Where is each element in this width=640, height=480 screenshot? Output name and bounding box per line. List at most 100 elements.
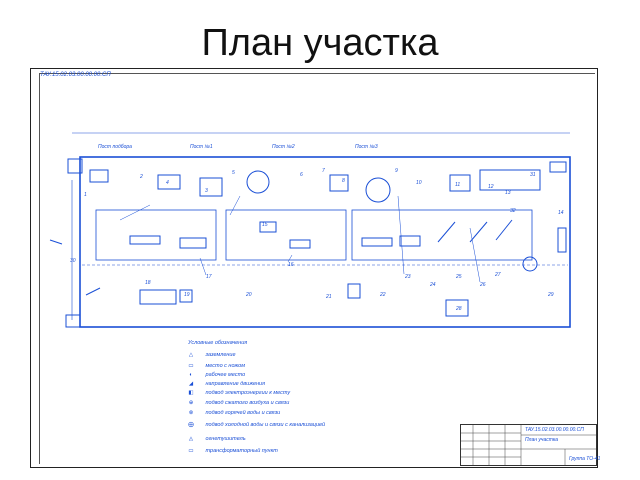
direction-icon: ◢ — [188, 381, 194, 387]
legend-label: подвод горячей воды и связи — [205, 410, 281, 416]
workplace-icon: ◐ — [189, 372, 193, 378]
title-block-grid — [461, 425, 596, 465]
hot-water-icon: ⊗ — [188, 410, 194, 416]
vent — [49, 239, 63, 245]
equipment-box — [139, 289, 177, 305]
legend-label: подвод электроэнергии к месту — [205, 390, 291, 396]
title-block: ТАУ.15.02.03.00.00.00.СП План участка Гр… — [460, 424, 601, 466]
leader-line — [469, 227, 481, 283]
equipment-box — [89, 169, 109, 183]
ground-icon: △ — [188, 352, 194, 358]
legend-title: Условные обозначения — [188, 340, 248, 346]
legend-label: заземление — [205, 352, 236, 358]
building-outline — [79, 156, 571, 328]
legend-label: подвод сжатого воздуха и связи — [205, 400, 290, 406]
legend-item: ⊗ подвод горячей воды и связи — [184, 410, 281, 420]
lift — [495, 219, 513, 241]
lift — [469, 221, 488, 243]
equipment-box — [445, 299, 469, 317]
position-number: 23 — [404, 274, 411, 280]
position-number: 17 — [206, 274, 212, 280]
position-number: 22 — [379, 292, 386, 298]
position-number: 5 — [232, 170, 235, 176]
door — [65, 314, 81, 328]
equipment-box — [347, 283, 361, 299]
legend-label: место с ножом — [205, 363, 246, 369]
extinguisher-icon: ◬ — [188, 436, 194, 442]
equipment-box — [179, 289, 193, 303]
equipment-box — [259, 221, 277, 233]
knife-place-icon: ▭ — [188, 363, 194, 369]
position-number: 30 — [70, 258, 76, 264]
drawing-sheet — [30, 68, 598, 468]
stamp-org: Группа ТО-41 — [569, 456, 601, 462]
slide-title: План участка — [201, 22, 439, 64]
door — [549, 161, 567, 173]
legend-item: ⊕ подвод сжатого воздуха и связи — [184, 400, 290, 410]
leader-line — [229, 195, 241, 216]
zone-label: Пост подбора — [98, 144, 132, 150]
leader-line — [397, 195, 405, 275]
bay-3 — [351, 209, 533, 261]
legend-item: ▭ место с ножом — [184, 363, 245, 373]
equipment-round — [246, 170, 270, 194]
position-number: 20 — [245, 292, 252, 298]
position-number: 4 — [166, 180, 169, 186]
corner-code: ТАУ.15.02.03.00.00.00.СП — [40, 72, 111, 78]
equipment-box — [199, 177, 223, 197]
legend-item: ◧ подвод электроэнергии к месту — [184, 390, 290, 400]
air-supply-icon: ⊕ — [188, 400, 194, 406]
position-number: 32 — [510, 208, 516, 214]
equipment-box — [129, 235, 161, 245]
position-number: 13 — [505, 190, 511, 196]
position-number: 25 — [455, 274, 462, 280]
stamp-name: План участка — [525, 437, 559, 443]
position-number: 6 — [300, 172, 303, 178]
lift — [437, 221, 456, 243]
power-supply-icon: ◧ — [188, 390, 194, 396]
transformer-icon: ▭ — [188, 448, 194, 454]
stamp-code: ТАУ.15.02.03.00.00.00.СП — [525, 427, 584, 433]
zone-label: Пост №2 — [272, 144, 295, 150]
position-number: 19 — [184, 292, 190, 298]
legend-label: рабочее место — [205, 372, 246, 378]
cold-water-icon: ⨁ — [188, 422, 194, 428]
legend-item: ◐ рабочее место — [184, 372, 245, 382]
equipment-box — [479, 169, 541, 191]
equipment-box — [449, 174, 471, 192]
legend-item: ⨁ подвод холодной воды и связи с канализ… — [184, 422, 325, 432]
position-number: 8 — [342, 178, 345, 184]
leader-line — [199, 257, 207, 276]
leader-line — [287, 254, 293, 263]
legend-item: △ заземление — [184, 352, 236, 362]
position-number: 24 — [429, 282, 436, 288]
zone-label: Пост №1 — [190, 144, 213, 150]
position-number: 9 — [395, 168, 398, 174]
equipment-box — [157, 174, 181, 190]
legend-label: направление движения — [205, 381, 266, 387]
position-number: 21 — [325, 294, 332, 300]
vent — [85, 287, 101, 296]
legend-label: трансформаторный пункт — [205, 448, 278, 454]
equipment-box — [399, 235, 421, 247]
position-number: 7 — [322, 168, 325, 174]
position-number: 31 — [530, 172, 536, 178]
position-number: 26 — [479, 282, 486, 288]
position-number: 14 — [558, 210, 564, 216]
position-number: 28 — [455, 306, 462, 312]
legend-label: огнетушитель — [205, 436, 246, 442]
position-number: 3 — [205, 188, 208, 194]
position-number: 2 — [139, 174, 143, 180]
position-number: 12 — [488, 184, 494, 190]
position-number: 1 — [84, 192, 87, 198]
position-number: 18 — [145, 280, 151, 286]
position-number: 10 — [416, 180, 422, 186]
door — [67, 158, 83, 174]
bay-2 — [225, 209, 347, 261]
legend-item: ◢ направление движения — [184, 381, 265, 391]
equipment-round — [522, 256, 538, 272]
legend-item: ▭ трансформаторный пункт — [184, 448, 278, 458]
equipment-box — [557, 227, 567, 253]
equipment-box — [179, 237, 207, 249]
bay-1 — [95, 209, 217, 261]
